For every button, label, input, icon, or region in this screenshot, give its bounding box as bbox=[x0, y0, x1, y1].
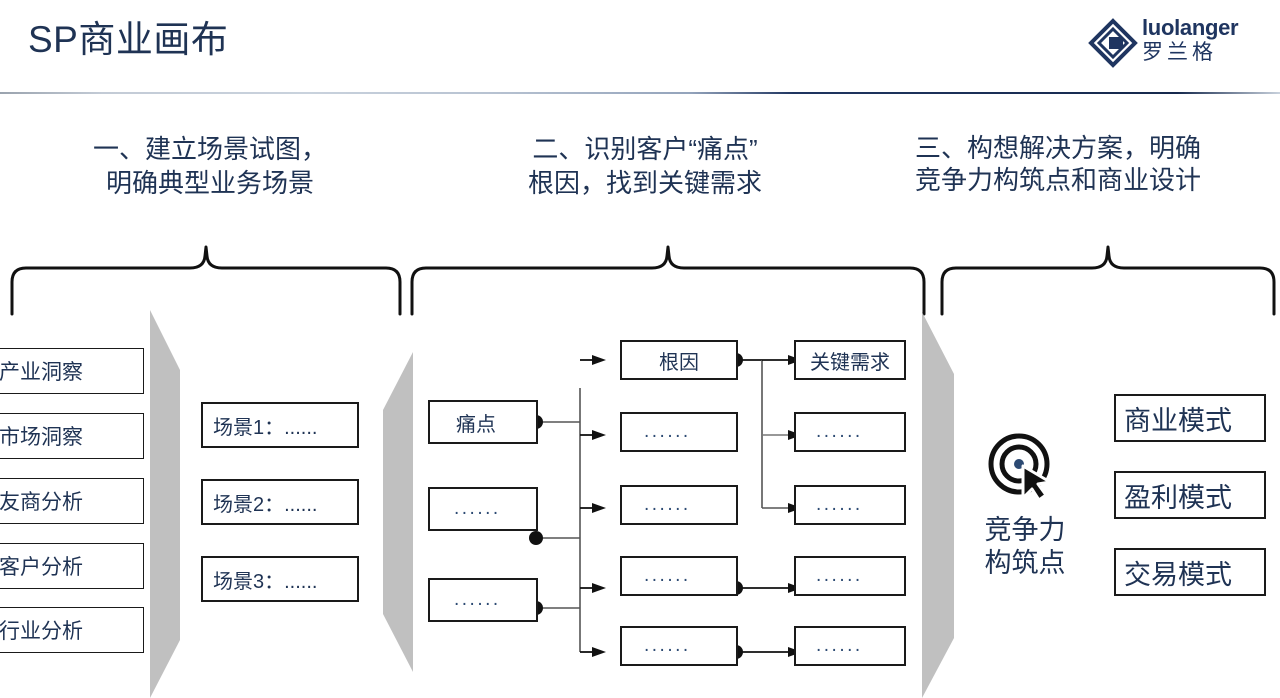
scenario-box-2[interactable]: 场景2：...... bbox=[201, 479, 359, 525]
gray-arrow-right-three bbox=[922, 312, 966, 698]
pain-point-box-3-label: ...... bbox=[454, 589, 501, 610]
scenario-box-1[interactable]: 场景1：...... bbox=[201, 402, 359, 448]
brace-section-two bbox=[408, 245, 928, 316]
root-cause-box-4[interactable]: ...... bbox=[620, 556, 738, 596]
key-need-box-4-label: ...... bbox=[816, 565, 863, 586]
insight-box-3-label: 友商分析 bbox=[0, 491, 83, 514]
competitiveness-label: 竞争力 构筑点 bbox=[984, 515, 1066, 578]
scenario-box-3[interactable]: 场景3：...... bbox=[201, 556, 359, 602]
section-heading-two: 二、识别客户“痛点” 根因，找到关键需求 bbox=[527, 134, 762, 198]
key-need-box-1-label: 关键需求 bbox=[810, 351, 890, 374]
mode-box-3[interactable]: 交易模式 bbox=[1114, 548, 1266, 596]
insight-box-2[interactable]: 市场洞察 bbox=[0, 413, 144, 459]
brace-section-three bbox=[938, 245, 1278, 316]
root-cause-box-3[interactable]: ...... bbox=[620, 485, 738, 525]
pain-point-box-1[interactable]: 痛点 bbox=[428, 400, 538, 444]
root-cause-box-5-label: ...... bbox=[644, 635, 691, 656]
section-heading-three: 三、构想解决方案，明确 竞争力构筑点和商业设计 bbox=[915, 133, 1202, 195]
scenario-box-3-label: 场景3：...... bbox=[213, 570, 318, 593]
diamond-logo-mark bbox=[1088, 18, 1138, 68]
root-cause-box-5[interactable]: ...... bbox=[620, 626, 738, 666]
mode-box-1[interactable]: 商业模式 bbox=[1114, 394, 1266, 442]
insight-box-2-label: 市场洞察 bbox=[0, 426, 83, 449]
key-need-box-2[interactable]: ...... bbox=[794, 412, 906, 452]
key-need-box-5[interactable]: ...... bbox=[794, 626, 906, 666]
key-need-box-3[interactable]: ...... bbox=[794, 485, 906, 525]
pain-point-box-3[interactable]: ...... bbox=[428, 578, 538, 622]
mode-box-2[interactable]: 盈利模式 bbox=[1114, 471, 1266, 519]
gray-arrow-right-one bbox=[150, 310, 194, 698]
logo-text-cn: 罗兰格 bbox=[1142, 41, 1217, 64]
root-cause-box-2-label: ...... bbox=[644, 421, 691, 442]
logo-wordmark: luolanger 罗兰格 bbox=[1142, 15, 1239, 65]
insight-box-1[interactable]: 产业洞察 bbox=[0, 348, 144, 394]
brand-logo: luolanger 罗兰格 bbox=[1088, 14, 1270, 72]
insight-box-4[interactable]: 客户分析 bbox=[0, 543, 144, 589]
key-need-box-1[interactable]: 关键需求 bbox=[794, 340, 906, 380]
brace-section-one bbox=[8, 245, 408, 316]
gray-arrow-left-two bbox=[375, 352, 419, 672]
root-cause-box-1[interactable]: 根因 bbox=[620, 340, 738, 380]
insight-box-1-label: 产业洞察 bbox=[0, 361, 83, 384]
page-title: SP商业画布 bbox=[28, 19, 229, 60]
insight-box-3[interactable]: 友商分析 bbox=[0, 478, 144, 524]
scenario-box-2-label: 场景2：...... bbox=[213, 493, 318, 516]
root-cause-box-3-label: ...... bbox=[644, 494, 691, 515]
section-heading-one: 一、建立场景试图， 明确典型业务场景 bbox=[92, 134, 327, 198]
mode-box-2-label: 盈利模式 bbox=[1124, 482, 1232, 513]
key-need-box-3-label: ...... bbox=[816, 494, 863, 515]
logo-text-en: luolanger bbox=[1142, 15, 1239, 40]
key-need-box-2-label: ...... bbox=[816, 421, 863, 442]
pain-point-box-2-label: ...... bbox=[454, 498, 501, 519]
pain-point-box-2[interactable]: ...... bbox=[428, 487, 538, 531]
key-need-box-4[interactable]: ...... bbox=[794, 556, 906, 596]
scenario-box-1-label: 场景1：...... bbox=[213, 416, 318, 439]
key-need-box-5-label: ...... bbox=[816, 635, 863, 656]
insight-box-4-label: 客户分析 bbox=[0, 556, 83, 579]
root-cause-box-1-label: 根因 bbox=[659, 351, 699, 374]
insight-box-5[interactable]: 行业分析 bbox=[0, 607, 144, 653]
root-cause-box-4-label: ...... bbox=[644, 565, 691, 586]
header-divider bbox=[0, 92, 1280, 94]
root-cause-box-2[interactable]: ...... bbox=[620, 412, 738, 452]
insight-box-5-label: 行业分析 bbox=[0, 620, 83, 643]
pain-point-box-1-label: 痛点 bbox=[456, 413, 496, 436]
target-cursor-icon bbox=[985, 432, 1059, 502]
mode-box-3-label: 交易模式 bbox=[1124, 559, 1232, 590]
mode-box-1-label: 商业模式 bbox=[1124, 405, 1232, 436]
